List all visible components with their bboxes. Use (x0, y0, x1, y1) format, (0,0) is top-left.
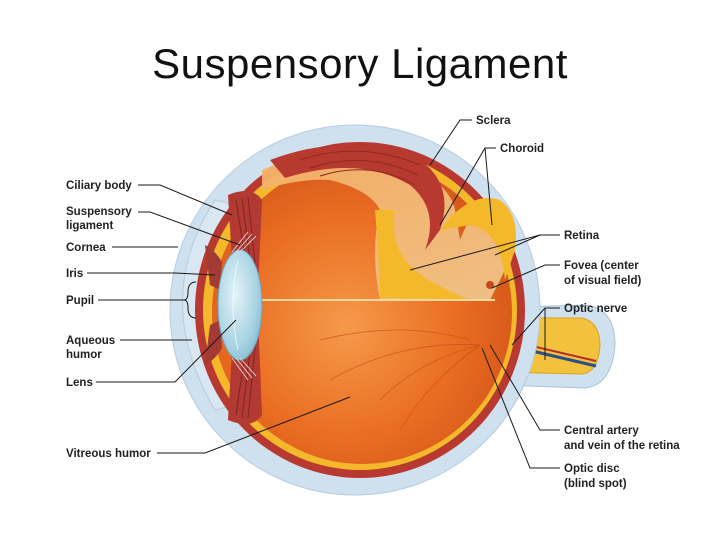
label-sclera: Sclera (476, 115, 511, 127)
label-optic-disc-line1: Optic disc (564, 463, 620, 475)
label-optic-disc-line2: (blind spot) (564, 478, 627, 490)
label-iris: Iris (66, 268, 83, 280)
leader-lines (87, 119, 560, 469)
label-suspensory-line1: Suspensory (66, 206, 132, 218)
label-pupil: Pupil (66, 295, 94, 307)
suspensory-ligament-fibers (231, 231, 257, 381)
label-fovea-line1: Fovea (center (564, 260, 639, 272)
label-suspensory-line2: ligament (66, 220, 113, 232)
label-central-artery-line2: and vein of the retina (564, 440, 680, 452)
label-lens: Lens (66, 377, 93, 389)
retinal-vessels (319, 329, 481, 431)
label-cornea: Cornea (66, 242, 106, 254)
label-optic-nerve: Optic nerve (564, 303, 627, 315)
label-aqueous-line1: Aqueous (66, 335, 115, 347)
label-central-artery-line1: Central artery (564, 425, 639, 437)
label-aqueous-line2: humor (66, 349, 102, 361)
label-choroid: Choroid (500, 143, 544, 155)
label-fovea-line2: of visual field) (564, 275, 641, 287)
fovea-dot (486, 281, 494, 289)
label-retina: Retina (564, 230, 600, 242)
cutaway-flap (262, 145, 516, 300)
label-ciliary-body: Ciliary body (66, 180, 132, 192)
page-title: Suspensory Ligament (152, 40, 568, 87)
label-vitreous-humor: Vitreous humor (66, 448, 151, 460)
lens-shape (217, 249, 263, 361)
